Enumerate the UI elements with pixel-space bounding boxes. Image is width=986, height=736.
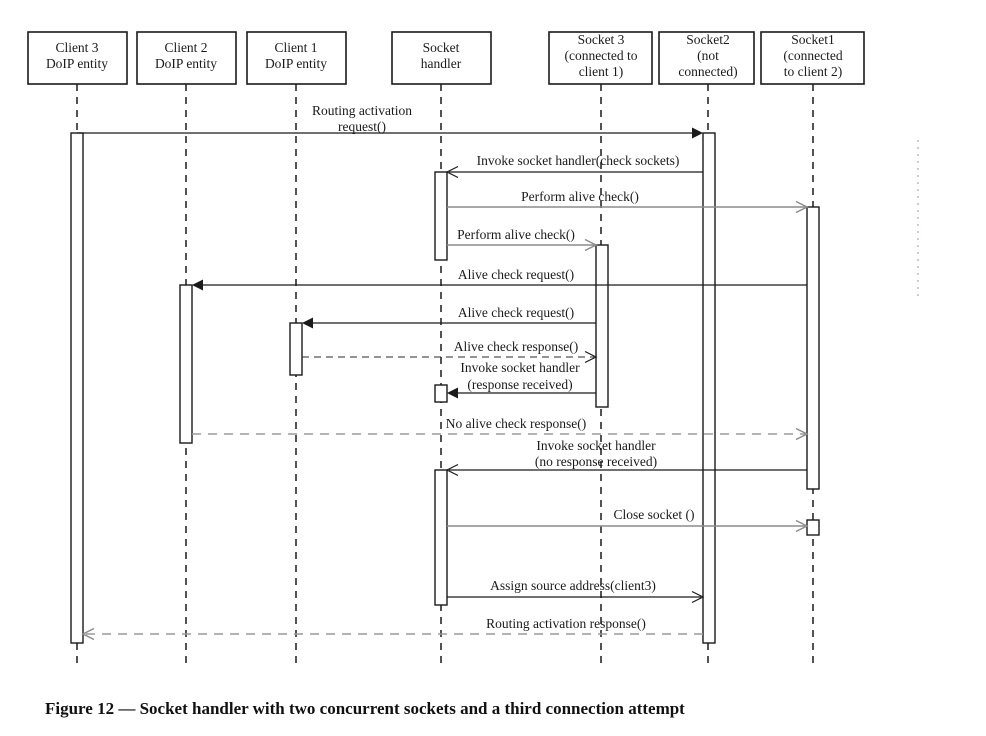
msg-invoke-socket-handler-response-received-label: Invoke socket handler	[460, 360, 580, 375]
participant-label-client1: Client 1	[274, 40, 317, 55]
participant-label-socket2: Socket2	[686, 32, 730, 47]
participant-box-rect-socket1	[760, 31, 865, 85]
msg-alive-check-request-client1-label: Alive check request()	[458, 305, 574, 320]
msg-alive-check-response: Alive check response()	[302, 339, 598, 364]
msg-routing-activation-response: Routing activation response()	[81, 616, 703, 641]
activation-bar-socket2	[702, 132, 716, 644]
msg-invoke-socket-handler-no-response-received-label: Invoke socket handler	[536, 438, 656, 453]
msg-alive-check-response-label: Alive check response()	[454, 339, 578, 354]
participant-label-socket3: (connected to	[564, 48, 637, 63]
msg-perform-alive-check-socket3-arrowhead-icon	[584, 238, 598, 252]
activations-layer	[70, 132, 820, 644]
activation-bar-sockethandler	[434, 384, 448, 403]
participant-box-rect-client2	[136, 31, 237, 85]
activation-bar-sockethandler	[434, 171, 448, 261]
participant-box-rect-client3	[27, 31, 128, 85]
msg-no-alive-check-response-arrowhead-icon	[795, 427, 809, 441]
msg-perform-alive-check-socket1-label: Perform alive check()	[521, 189, 639, 204]
participant-label-client3: Client 3	[55, 40, 98, 55]
msg-invoke-socket-handler-no-response-received: Invoke socket handler(no response receiv…	[445, 438, 807, 477]
participant-label-socket2: connected)	[678, 64, 737, 79]
msg-routing-activation-request-label: Routing activation	[312, 103, 412, 118]
activation-bar-socket3	[595, 244, 609, 408]
msg-routing-activation-response-label: Routing activation response()	[486, 616, 646, 631]
participant-box-rect-sockethandler	[391, 31, 492, 85]
msg-alive-check-request-client2: Alive check request()	[192, 267, 807, 291]
msg-no-alive-check-response-label: No alive check response()	[446, 416, 587, 431]
msg-assign-source-address-arrowhead-icon	[691, 590, 705, 604]
participant-box-rect-client1	[246, 31, 347, 85]
msg-invoke-socket-handler-no-response-received-label: (no response received)	[535, 454, 657, 469]
msg-invoke-socket-handler-check-sockets: Invoke socket handler(check sockets)	[445, 153, 703, 179]
msg-close-socket-arrowhead-icon	[795, 519, 809, 533]
activation-bar-client1	[289, 322, 303, 376]
msg-alive-check-request-client2-label: Alive check request()	[458, 267, 574, 282]
participant-label-socket3: client 1)	[579, 64, 624, 79]
msg-perform-alive-check-socket3: Perform alive check()	[447, 227, 598, 252]
msg-routing-activation-response-arrowhead-icon	[81, 627, 95, 641]
msg-routing-activation-request-arrowhead-icon	[692, 127, 703, 139]
msg-invoke-socket-handler-no-response-received-arrowhead-icon	[445, 463, 459, 477]
msg-assign-source-address: Assign source address(client3)	[447, 578, 705, 604]
msg-alive-check-response-arrowhead-icon	[584, 350, 598, 364]
participant-box-rect-socket3	[548, 31, 653, 85]
participant-label-client2: DoIP entity	[155, 56, 217, 71]
msg-perform-alive-check-socket1-arrowhead-icon	[795, 200, 809, 214]
participant-label-socket2: (not	[697, 48, 719, 63]
msg-invoke-socket-handler-check-sockets-label: Invoke socket handler(check sockets)	[477, 153, 680, 168]
participant-label-sockethandler: handler	[421, 56, 462, 71]
msg-perform-alive-check-socket3-label: Perform alive check()	[457, 227, 575, 242]
activation-bar-sockethandler	[434, 469, 448, 606]
participant-label-client3: DoIP entity	[46, 56, 108, 71]
msg-alive-check-request-client1: Alive check request()	[302, 305, 596, 329]
participant-label-socket1: Socket1	[791, 32, 835, 47]
msg-invoke-socket-handler-response-received-label: (response received)	[467, 377, 572, 392]
msg-alive-check-request-client2-arrowhead-icon	[192, 279, 203, 291]
activation-bar-socket1	[806, 206, 820, 490]
msg-alive-check-request-client1-arrowhead-icon	[302, 317, 313, 329]
participant-label-socket1: (connected	[783, 48, 842, 63]
participant-label-client2: Client 2	[164, 40, 207, 55]
msg-invoke-socket-handler-response-received: Invoke socket handler (response received)	[447, 360, 596, 399]
participant-label-socket1: to client 2)	[784, 64, 842, 79]
participant-label-client1: DoIP entity	[265, 56, 327, 71]
msg-invoke-socket-handler-check-sockets-arrowhead-icon	[445, 165, 459, 179]
msg-routing-activation-request-label: request()	[338, 119, 386, 134]
figure-caption: Figure 12 — Socket handler with two conc…	[45, 699, 685, 718]
msg-perform-alive-check-socket1: Perform alive check()	[447, 189, 809, 214]
participant-label-sockethandler: Socket	[423, 40, 460, 55]
msg-close-socket-label: Close socket ()	[614, 507, 695, 522]
participant-box-rect-socket2	[658, 31, 755, 85]
participant-label-socket3: Socket 3	[578, 32, 625, 47]
msg-invoke-socket-handler-response-received-arrowhead-icon	[447, 387, 458, 399]
msg-close-socket: Close socket ()	[447, 507, 809, 533]
activation-bar-client3	[70, 132, 84, 644]
msg-assign-source-address-label: Assign source address(client3)	[490, 578, 656, 593]
activation-bar-client2	[179, 284, 193, 444]
msg-no-alive-check-response: No alive check response()	[192, 416, 809, 441]
activation-bar-socket1	[806, 519, 820, 536]
